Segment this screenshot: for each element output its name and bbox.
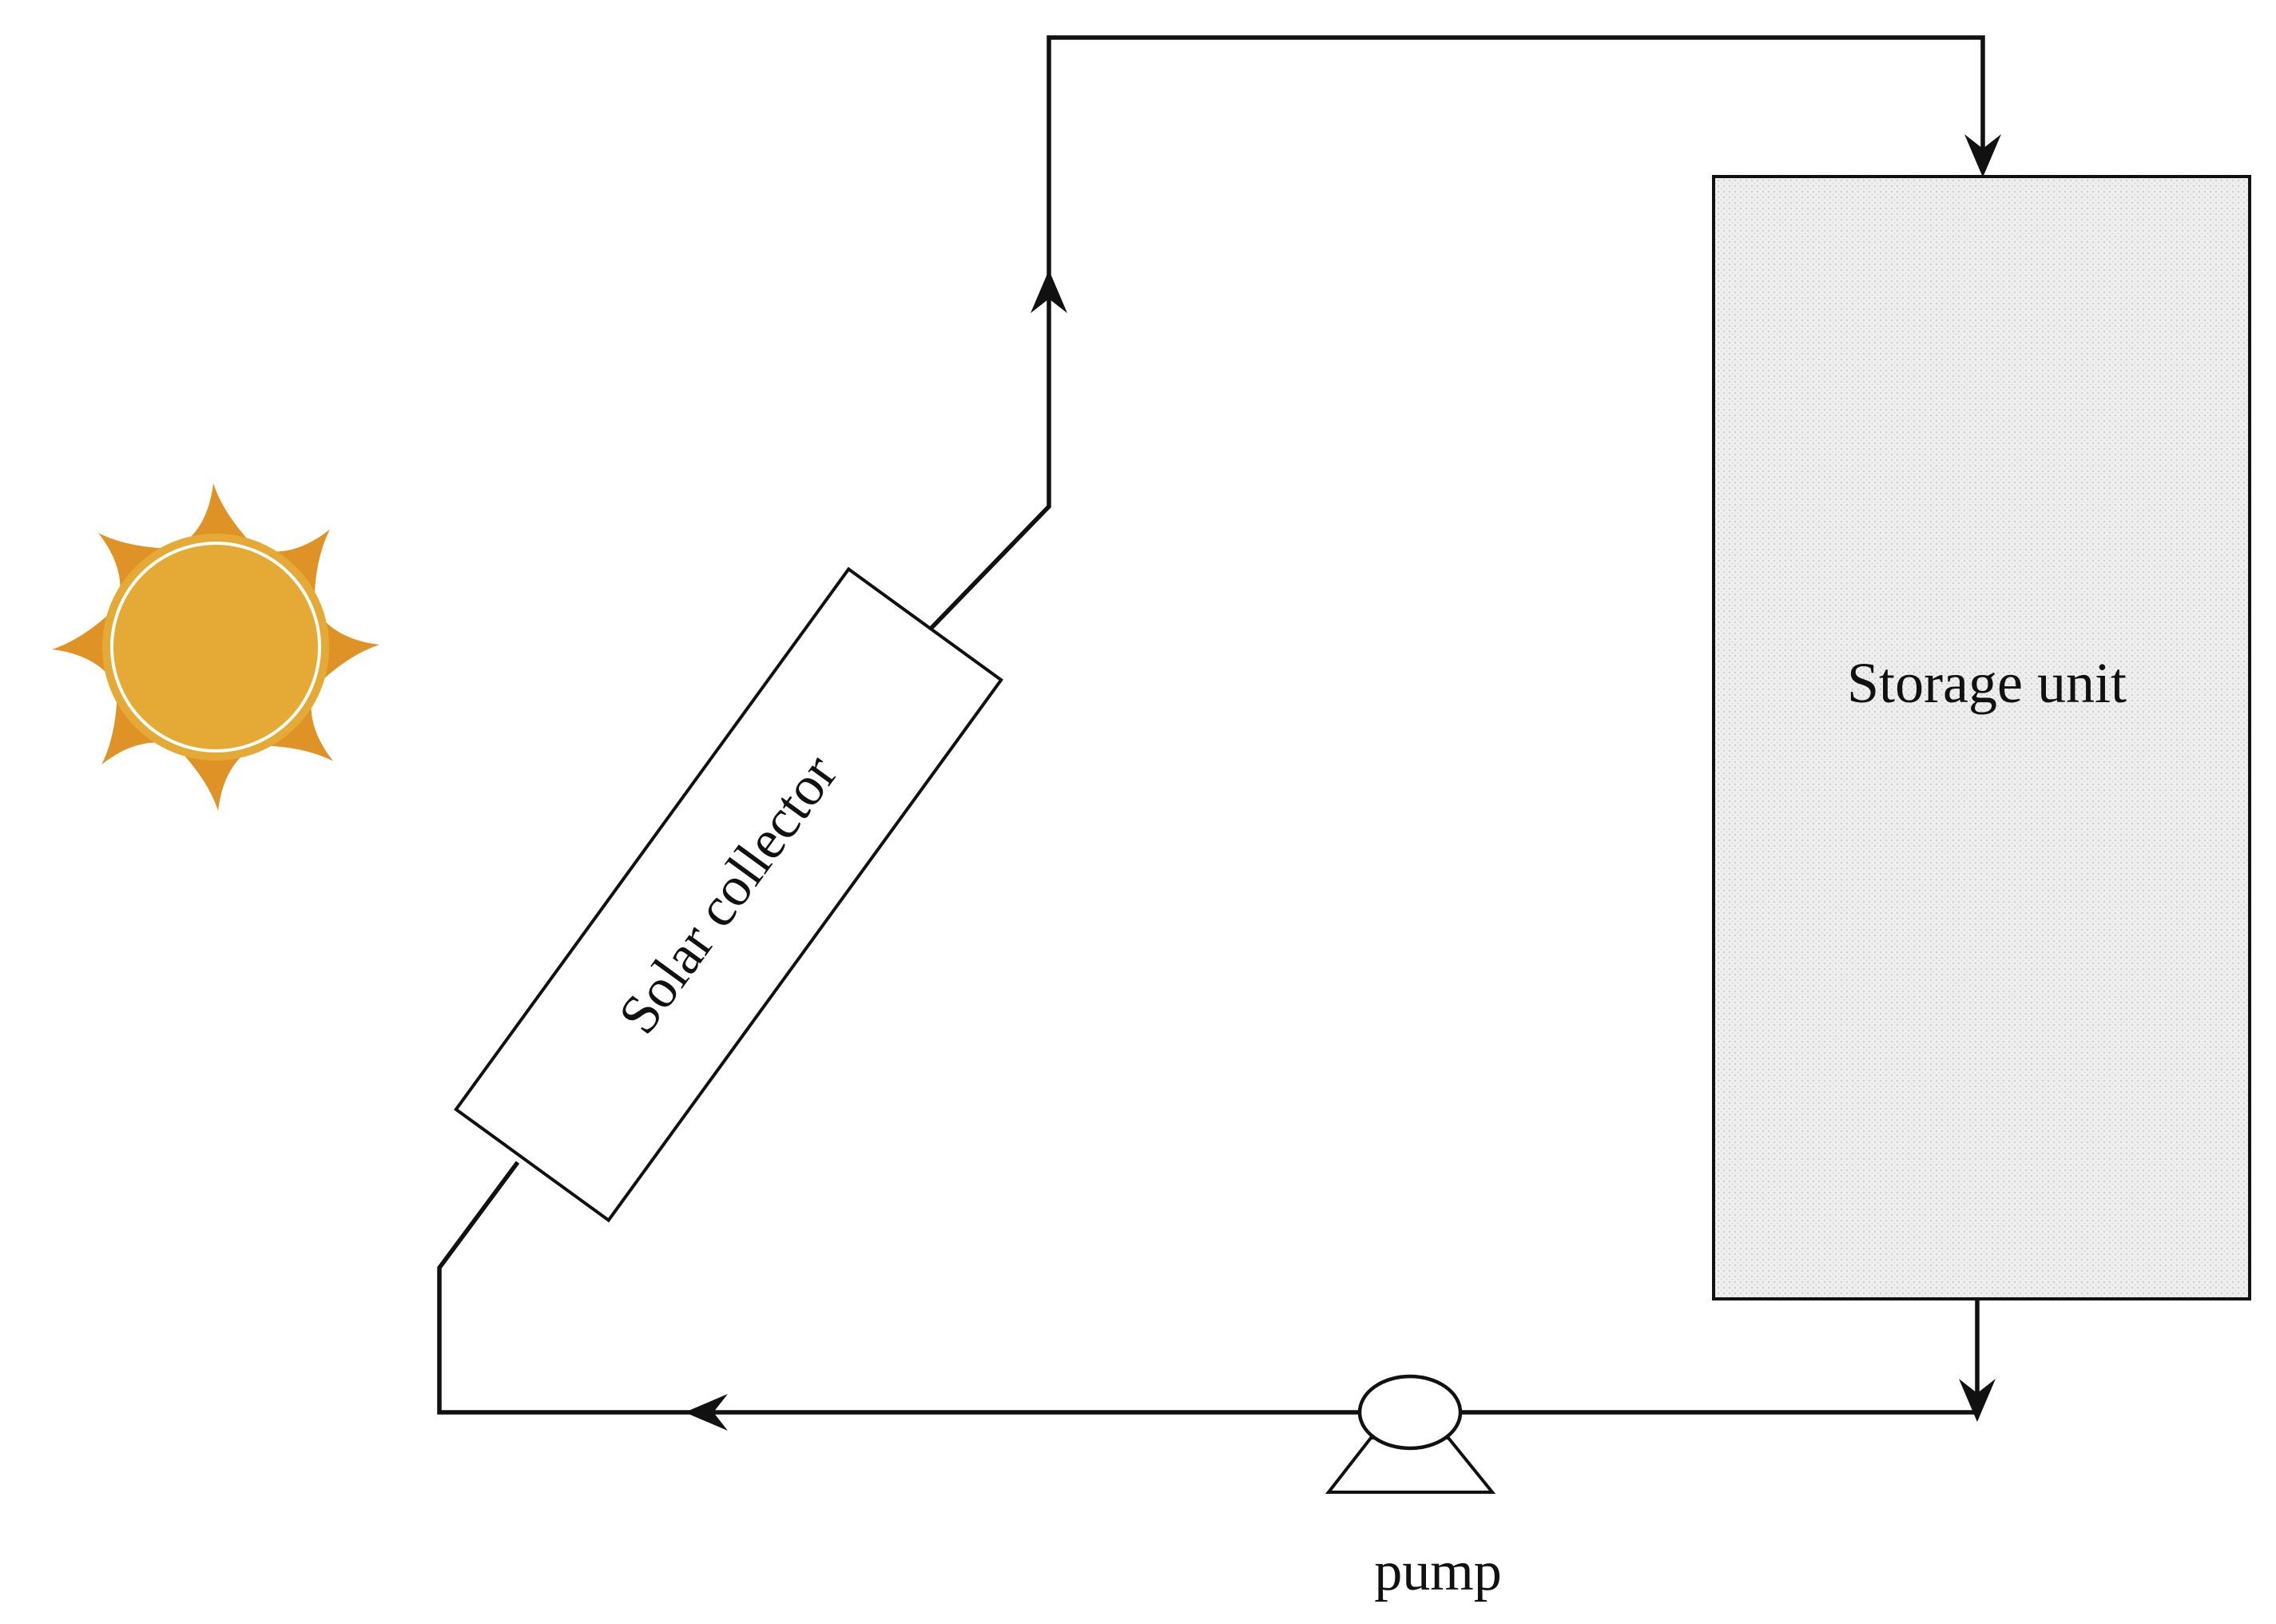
- flow-arrow-left: [685, 1394, 728, 1431]
- solar-collector-panel: [454, 566, 1003, 1223]
- flow-arrow-down-into-storage: [1964, 134, 2001, 177]
- flow-arrow-up: [1031, 270, 1067, 313]
- storage-unit: Storage unit: [1712, 175, 2251, 1300]
- sun-core: [102, 534, 329, 760]
- solar-collector: Solar collector: [454, 566, 1003, 1223]
- flow-arrow-down-from-storage: [1959, 1379, 1996, 1422]
- storage-unit-tank: [1712, 175, 2251, 1300]
- pump-body: [1357, 1374, 1463, 1451]
- pipe-storage-to-pump: [1460, 1300, 1980, 1415]
- pipe-pump-to-collector: [437, 1161, 1360, 1415]
- pipe-collector-to-storage: [929, 35, 1985, 630]
- sun-icon: [52, 483, 379, 811]
- pump-icon: [1325, 1374, 1496, 1494]
- storage-unit-label: Storage unit: [1847, 651, 2127, 715]
- sun-ring: [110, 542, 321, 752]
- pump-label: pump: [1374, 1541, 1501, 1602]
